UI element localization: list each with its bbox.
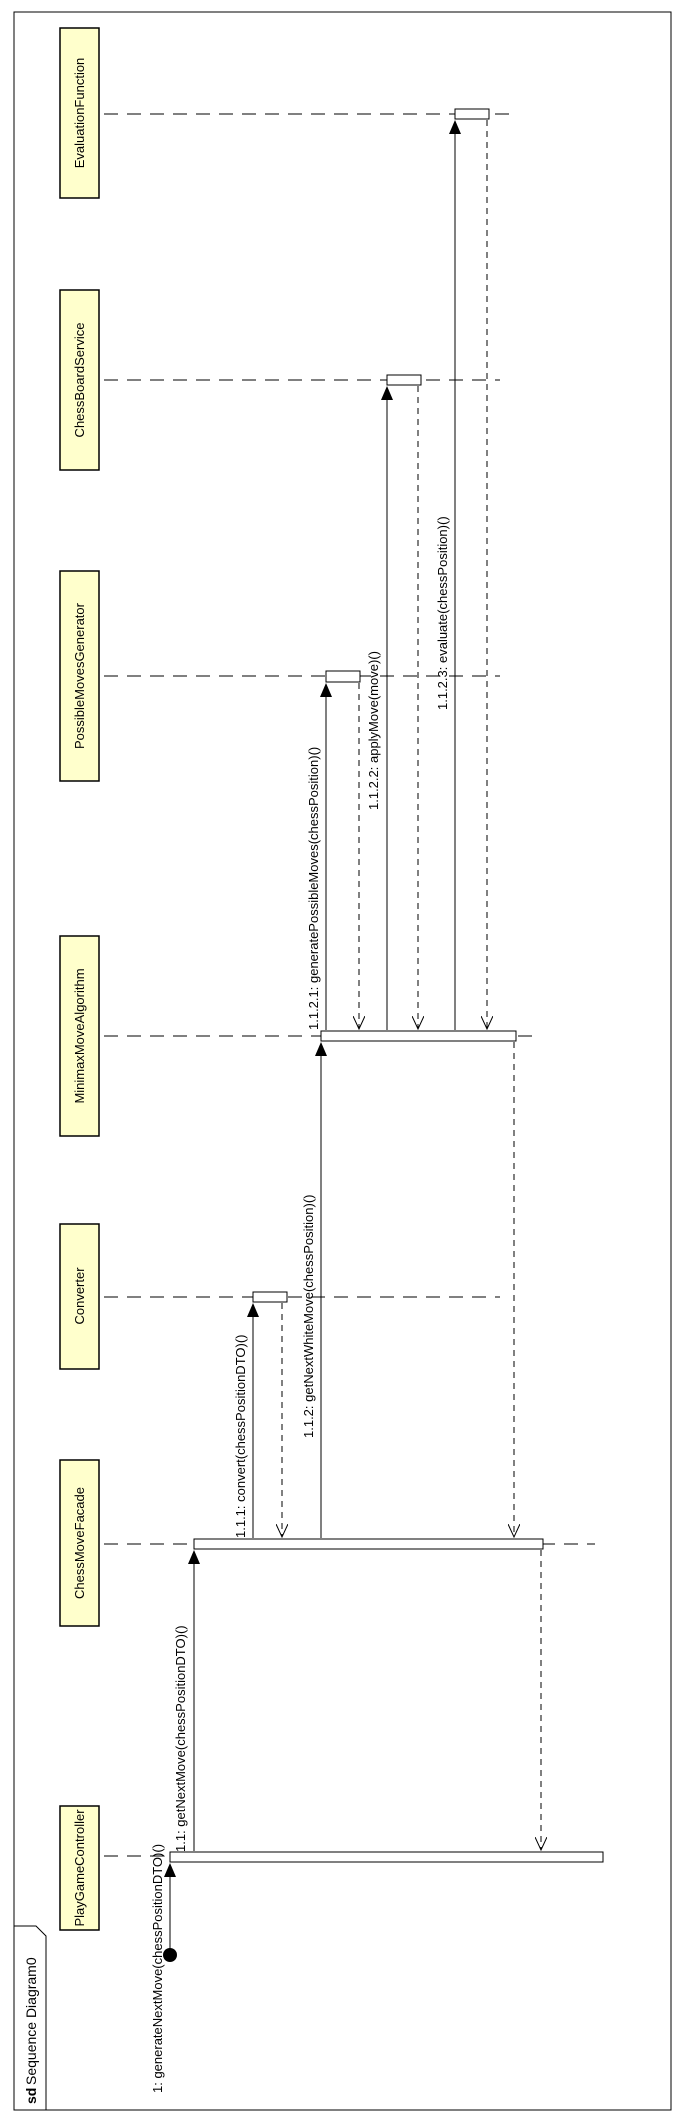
- message-label-1-1: 1.1: getNextMove(chessPositionDTO)(): [173, 1625, 188, 1852]
- activation-bars: [169, 108, 604, 1863]
- lifeline-label: Converter: [72, 1267, 87, 1325]
- message-lines: [164, 120, 461, 1955]
- lifeline-head-chess-move-facade[interactable]: ChessMoveFacade: [59, 1459, 100, 1627]
- activation-minimax: [320, 1030, 517, 1042]
- frame-title: Sequence Diagram0: [23, 1957, 39, 2085]
- lifeline-head-chess-board-service[interactable]: ChessBoardService: [59, 289, 100, 471]
- message-label-1-1-2-1: 1.1.2.1: generatePossibleMoves(chessPosi…: [306, 747, 321, 1030]
- message-label-1-1-2: 1.1.2: getNextWhiteMove(chessPosition)(): [301, 1195, 316, 1438]
- lifeline-label: ChessBoardService: [72, 323, 87, 438]
- activation-chess-move-facade: [193, 1538, 544, 1550]
- lifeline-head-possible-moves-generator[interactable]: PossibleMovesGenerator: [59, 570, 100, 782]
- frame-keyword: sd: [23, 2088, 39, 2104]
- lifeline-head-evaluation-function[interactable]: EvaluationFunction: [59, 27, 100, 199]
- lifeline-label: EvaluationFunction: [72, 58, 87, 169]
- message-labels: 1: generateNextMove(chessPositionDTO)() …: [150, 516, 450, 2093]
- activation-converter: [252, 1291, 288, 1303]
- lifeline-label: PlayGameController: [72, 1809, 87, 1927]
- lifeline-label: MinimaxMoveAlgorithm: [72, 968, 87, 1103]
- lifeline-head-minimax-move-algorithm[interactable]: MinimaxMoveAlgorithm: [59, 935, 100, 1137]
- lifeline-label: ChessMoveFacade: [72, 1487, 87, 1599]
- message-label-1-1-1: 1.1.1: convert(chessPositionDTO)(): [233, 1335, 248, 1539]
- activation-play-game-controller: [169, 1851, 604, 1863]
- activation-evaluation-function: [454, 108, 490, 120]
- lifeline-lines: [104, 113, 595, 1857]
- message-label-1: 1: generateNextMove(chessPositionDTO)(): [150, 1844, 165, 2093]
- message-label-1-1-2-3: 1.1.2.3: evaluate(chessPosition)(): [435, 516, 450, 710]
- lifeline-label: PossibleMovesGenerator: [72, 602, 87, 749]
- message-label-1-1-2-2: 1.1.2.2: applyMove(move)(): [366, 651, 381, 810]
- lifeline-head-play-game-controller[interactable]: PlayGameController: [59, 1805, 100, 1931]
- return-lines: [282, 120, 541, 1850]
- lifeline-head-converter[interactable]: Converter: [59, 1223, 100, 1370]
- frame-border: [13, 11, 672, 2111]
- frame-tab: [14, 1925, 47, 2111]
- activation-chess-board-service: [386, 374, 422, 386]
- activation-possible-moves: [325, 670, 361, 683]
